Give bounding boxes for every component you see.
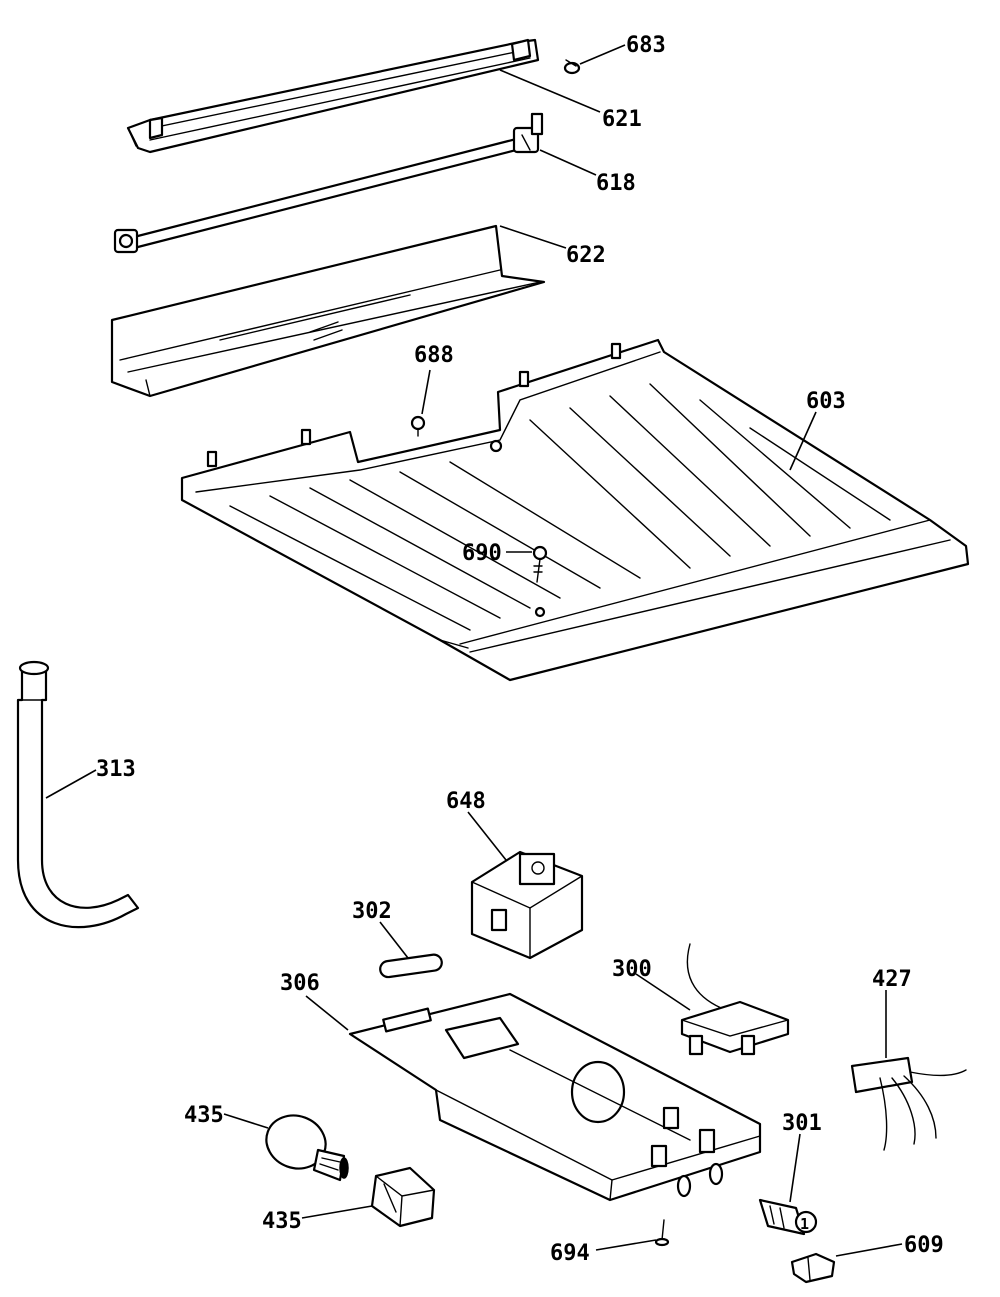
circled-number-1: 1 (800, 1215, 809, 1233)
label-688: 688 (414, 343, 454, 368)
part-683-screw (563, 59, 581, 75)
label-306: 306 (280, 971, 320, 996)
label-427: 427 (872, 967, 912, 992)
part-300-switch (680, 943, 790, 1056)
callout-427: 427 (872, 967, 912, 1058)
part-688-screw (410, 415, 426, 437)
callout-622: 622 (499, 225, 606, 268)
label-302: 302 (352, 899, 392, 924)
label-690: 690 (462, 541, 502, 566)
callout-435-socket: 435 (262, 1205, 373, 1234)
callout-690: 690 (462, 541, 532, 566)
callout-435-bulb: 435 (184, 1103, 269, 1129)
part-435-bulb (265, 1114, 349, 1182)
label-683: 683 (626, 33, 666, 58)
label-313: 313 (96, 757, 136, 782)
part-694-screw (654, 1219, 670, 1247)
callout-688: 688 (414, 343, 454, 415)
part-302-pin (379, 953, 443, 979)
callout-302: 302 (352, 899, 409, 959)
callout-683: 683 (579, 33, 666, 65)
callout-313: 313 (45, 757, 136, 799)
callout-694: 694 (550, 1239, 657, 1266)
callout-306: 306 (280, 971, 349, 1031)
label-603: 603 (806, 389, 846, 414)
label-694: 694 (550, 1241, 590, 1266)
label-618: 618 (596, 171, 636, 196)
label-622: 622 (566, 243, 606, 268)
part-621-rail (126, 38, 540, 154)
part-622-channel (110, 224, 546, 398)
part-648-control (470, 850, 584, 960)
label-300: 300 (612, 957, 652, 982)
part-427-connector (850, 1056, 967, 1151)
part-603-pan (180, 338, 970, 682)
part-609-clip (790, 1252, 836, 1284)
part-313-tube (16, 660, 140, 929)
part-301-plug: 1 (758, 1198, 818, 1236)
label-435-bulb: 435 (184, 1103, 224, 1128)
callout-621: 621 (499, 69, 642, 132)
part-618-shaft (113, 112, 544, 254)
part-435-socket (370, 1166, 436, 1228)
callout-648: 648 (446, 789, 507, 861)
label-301: 301 (782, 1111, 822, 1136)
callout-301: 301 (782, 1111, 822, 1203)
label-609: 609 (904, 1233, 944, 1258)
callout-603: 603 (789, 389, 846, 471)
label-435-socket: 435 (262, 1209, 302, 1234)
callout-609: 609 (835, 1233, 944, 1258)
label-648: 648 (446, 789, 486, 814)
label-621: 621 (602, 107, 642, 132)
part-690-screw (532, 545, 548, 583)
callout-300: 300 (612, 957, 691, 1011)
part-306-housing (348, 992, 762, 1202)
callout-618: 618 (539, 149, 636, 196)
